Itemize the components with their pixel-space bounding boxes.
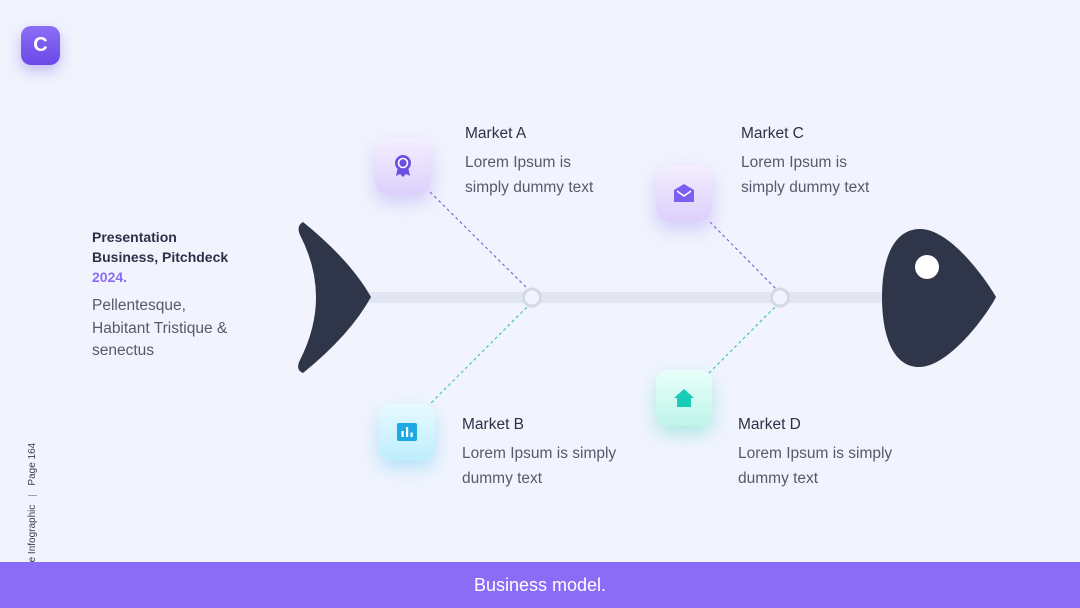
- intro-title: Presentation Business, Pitchdeck: [92, 229, 229, 265]
- logo-badge: C: [21, 26, 60, 65]
- market-c-text: Lorem Ipsum is simply dummy text: [741, 154, 870, 196]
- fish-spine: [330, 292, 930, 303]
- market-d-icon-tile: [656, 370, 712, 426]
- market-d-text: Lorem Ipsum is simply dummy text: [738, 445, 893, 487]
- market-a-icon-tile: [375, 138, 431, 194]
- award-ribbon-icon: [395, 155, 411, 177]
- home-icon: [674, 389, 694, 407]
- footer-title: Business model.: [473, 574, 607, 595]
- market-b: Market B Lorem Ipsum is simply dummy tex…: [462, 415, 642, 491]
- market-a-title: Market A: [465, 125, 527, 142]
- market-b-icon-tile: [379, 404, 435, 460]
- fishbone-diagram: [298, 191, 996, 405]
- bone-line-c: [709, 221, 780, 293]
- fish-tail: [298, 222, 371, 373]
- intro-body: Pellentesque, Habitant Tristique & senec…: [92, 297, 228, 359]
- fish-head: [882, 229, 996, 367]
- bone-joint-left: [522, 287, 542, 308]
- bone-joint-right: [770, 287, 790, 308]
- market-d-title: Market D: [738, 416, 801, 433]
- bar-chart-icon: [397, 423, 417, 441]
- market-a-text: Lorem Ipsum is simply dummy text: [465, 154, 594, 196]
- market-c: Market C Lorem Ipsum is simply dummy tex…: [741, 124, 921, 200]
- intro-block: Presentation Business, Pitchdeck 2024. P…: [92, 227, 232, 363]
- logo-letter: C: [33, 34, 48, 56]
- market-b-title: Market B: [462, 416, 525, 433]
- intro-year: 2024.: [92, 269, 128, 285]
- bone-line-b: [429, 302, 532, 405]
- market-c-icon-tile: [656, 165, 712, 221]
- envelope-open-icon: [674, 184, 694, 202]
- footer-bar: Business model.: [0, 562, 1080, 608]
- market-b-text: Lorem Ipsum is simply dummy text: [462, 445, 617, 487]
- bone-line-a: [429, 191, 532, 293]
- fish-eye: [915, 255, 939, 279]
- market-c-title: Market C: [741, 125, 804, 142]
- bone-line-d: [707, 302, 780, 375]
- market-d: Market D Lorem Ipsum is simply dummy tex…: [738, 415, 918, 491]
- market-a: Market A Lorem Ipsum is simply dummy tex…: [465, 124, 645, 200]
